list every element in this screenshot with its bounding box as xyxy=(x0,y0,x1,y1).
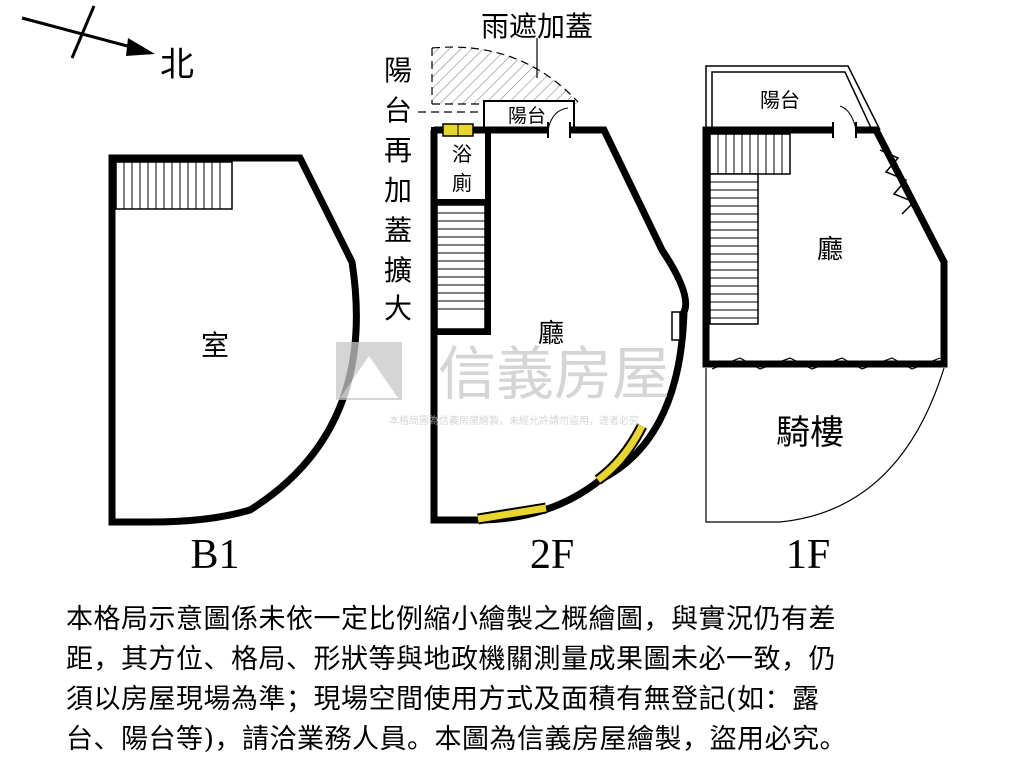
svg-text:再: 再 xyxy=(384,134,412,167)
brand-logo-icon xyxy=(336,342,402,400)
watermark-brand: 信義房屋 xyxy=(438,340,670,408)
f2-balcony xyxy=(483,100,575,130)
f1-balcony xyxy=(705,65,881,131)
f1-floor-label: 1F xyxy=(786,532,830,578)
f1-arcade-label: 騎樓 xyxy=(776,413,844,453)
f2-bathroom-label-2: 廁 xyxy=(452,171,472,195)
svg-text:蓋: 蓋 xyxy=(384,214,412,247)
watermark-notice: 本格局圖為信義房屋繪製，未經允許請勿盜用，違者必究 xyxy=(389,414,639,427)
f2-floor-label: 2F xyxy=(530,532,574,578)
b1-floor-label: B1 xyxy=(190,532,239,578)
f1-outline xyxy=(702,126,948,368)
f2-living-label: 廳 xyxy=(538,319,564,349)
b1-staircase xyxy=(115,161,233,210)
f2-balcony-label: 陽台 xyxy=(508,105,546,127)
north-label: 北 xyxy=(160,45,194,85)
f1-living-label: 廳 xyxy=(817,235,843,265)
svg-text:陽: 陽 xyxy=(384,54,412,87)
b1-outline xyxy=(108,154,360,526)
floor-b1: 室 xyxy=(108,154,360,526)
b1-room-label: 室 xyxy=(201,329,229,362)
watermark: 信義房屋 本格局圖為信義房屋繪製，未經允許請勿盜用，違者必究 xyxy=(336,340,670,427)
disclaimer-line: 距，其方位、格局、形狀等與地政機關測量成果圖未必一致，仍 xyxy=(66,644,836,675)
disclaimer-line: 須以房屋現場為準；現場空間使用方式及面積有無登記(如：露 xyxy=(66,684,820,715)
floor-2f: 陽台 浴 廁 廳 xyxy=(418,38,690,525)
north-arrow-icon xyxy=(21,5,155,59)
floor-plan: 北 室 B1 陽台 xyxy=(21,5,948,578)
disclaimer: 本格局示意圖係未依一定比例縮小繪製之概繪圖，與實況仍有差 距，其方位、格局、形狀… xyxy=(66,600,986,760)
floor-1f: 陽台 廳 xyxy=(702,65,948,523)
f2-staircase xyxy=(436,204,486,330)
f1-arcade xyxy=(705,367,945,523)
svg-text:台: 台 xyxy=(384,94,412,127)
f1-balcony-label: 陽台 xyxy=(760,88,800,112)
disclaimer-line: 本格局示意圖係未依一定比例縮小繪製之概繪圖，與實況仍有差 xyxy=(66,604,836,635)
svg-text:大: 大 xyxy=(384,292,412,325)
svg-text:加: 加 xyxy=(384,174,412,207)
f2-bathroom-label-1: 浴 xyxy=(452,142,472,166)
balcony-extension-note: 陽 台 再 加 蓋 擴 大 xyxy=(384,54,412,325)
svg-text:擴: 擴 xyxy=(384,254,412,287)
awning-area xyxy=(432,47,578,104)
f1-staircase xyxy=(709,173,759,325)
disclaimer-line: 台、陽台等)，請洽業務人員。本圖為信義房屋繪製，盜用必究。 xyxy=(66,724,848,755)
awning-note: 雨遮加蓋 xyxy=(481,10,593,43)
